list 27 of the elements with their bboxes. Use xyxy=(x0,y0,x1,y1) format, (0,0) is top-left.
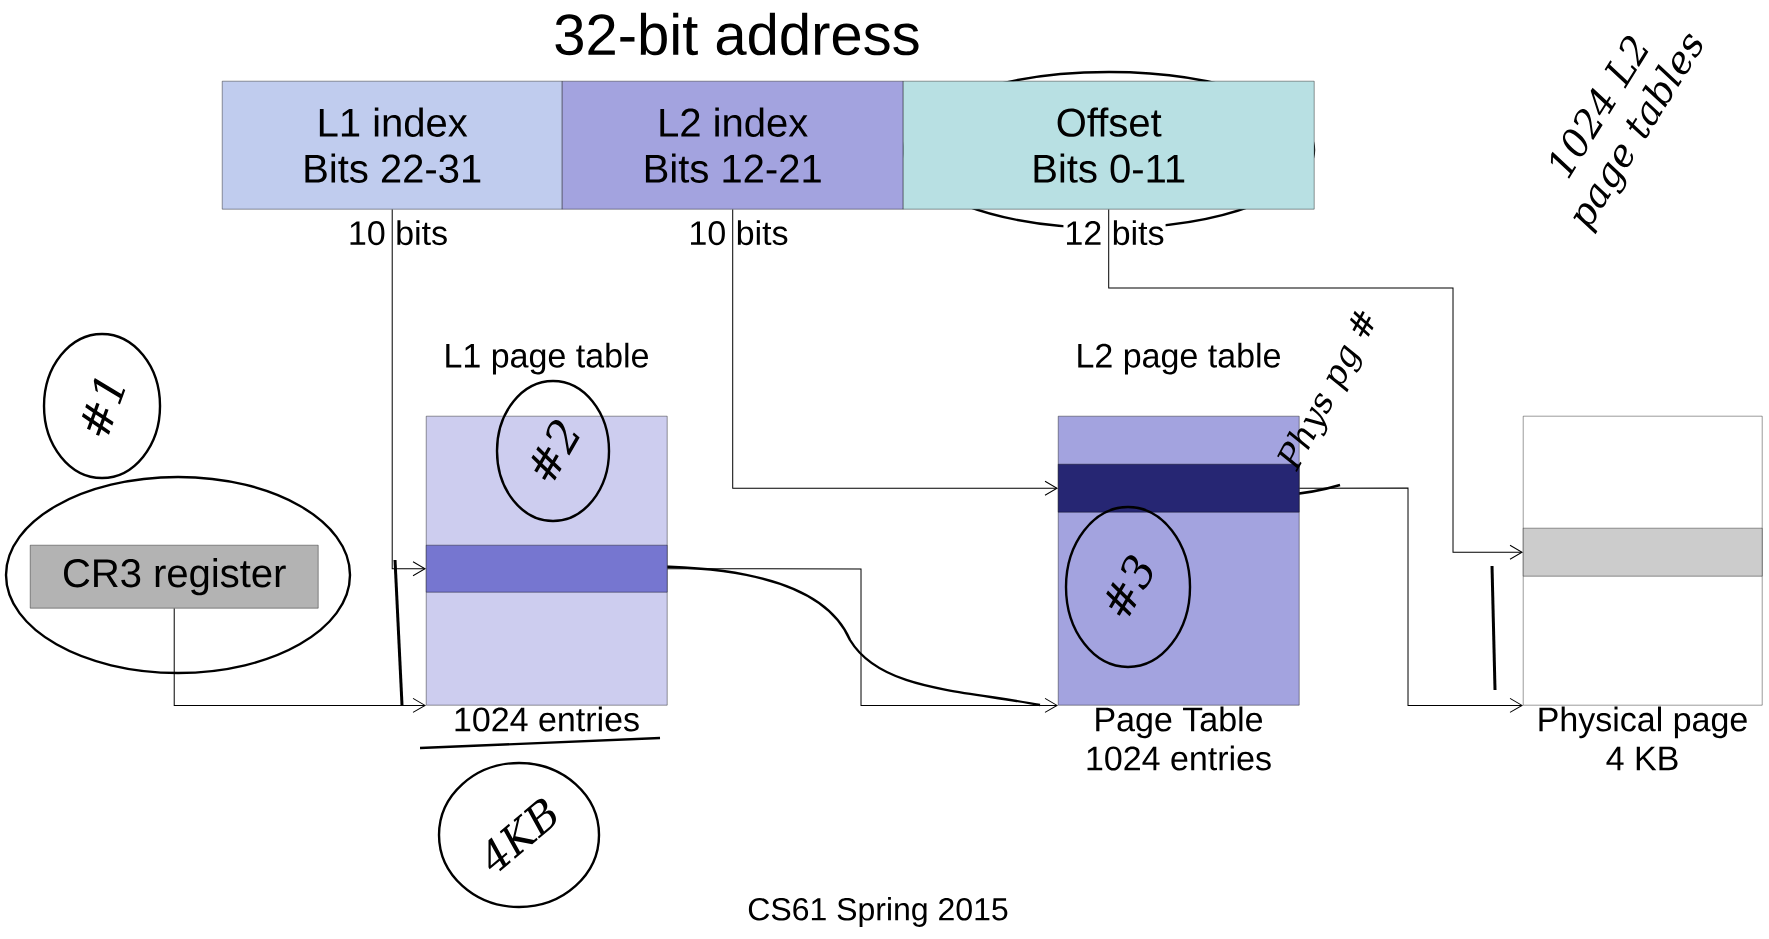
node-label: 4 KB xyxy=(1606,746,1678,771)
title: 32-bit address xyxy=(555,12,919,56)
node-label: 10 bits xyxy=(350,220,447,246)
arrow xyxy=(391,208,426,577)
handwritten-note: #1 xyxy=(81,378,126,436)
address-field: L2 index Bits 12-21 10 bits xyxy=(562,81,904,247)
arrow xyxy=(666,568,1058,713)
register-box: CR3 register xyxy=(30,545,319,609)
arrow xyxy=(1108,208,1523,560)
node-label: L1 page table xyxy=(446,342,648,375)
arrow xyxy=(1298,487,1523,713)
node-label: 1024 entries xyxy=(1087,745,1271,771)
handwritten-note: #2 xyxy=(531,420,580,481)
node-label: 12 bits xyxy=(1067,220,1164,246)
node-label: Page Table xyxy=(1096,706,1263,739)
address-field: L1 index Bits 22-31 10 bits xyxy=(222,81,563,247)
table-entry xyxy=(426,545,668,593)
address-field: Offset Bits 0-11 12 bits xyxy=(903,81,1315,247)
footer: CS61 Spring 2015 xyxy=(748,897,1008,927)
node-label: 1024 entries xyxy=(455,706,639,732)
arrow xyxy=(732,208,1058,496)
handwritten-note: #3 xyxy=(1106,555,1153,617)
node-label: L2 page table xyxy=(1078,342,1280,375)
node-label: 10 bits xyxy=(691,220,788,246)
node-label: Physical page xyxy=(1539,706,1747,739)
arrow xyxy=(173,607,426,713)
table-entry xyxy=(1523,528,1763,577)
